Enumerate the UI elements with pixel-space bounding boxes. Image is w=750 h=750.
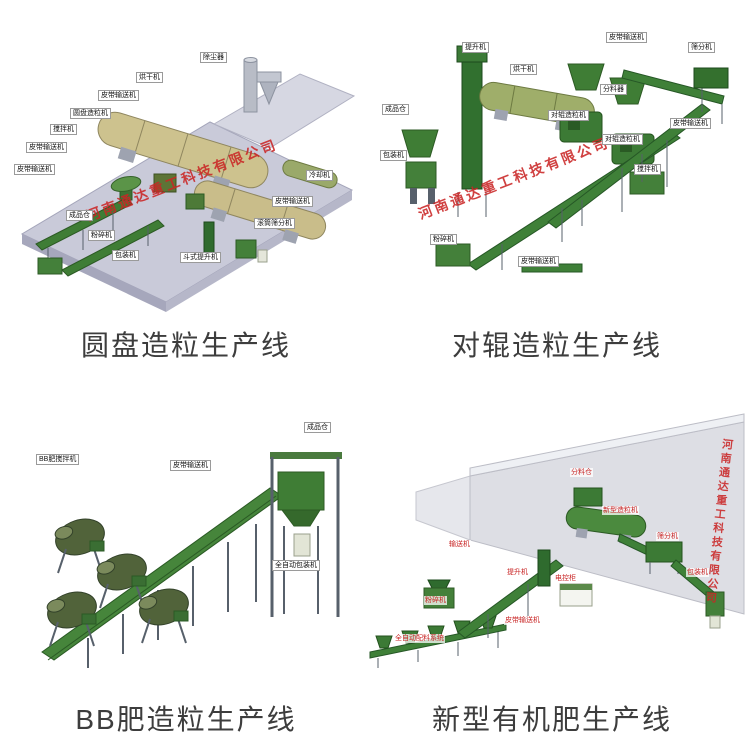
bb-mixer-4 bbox=[46, 591, 97, 647]
equipment-label: 烘干机 bbox=[510, 64, 537, 75]
equipment-label: 粉碎机 bbox=[88, 230, 115, 241]
panel-bb-line: BB肥搅拌机 皮带输送机 成品仓 全自动包装机 BB肥造粒生产线 bbox=[8, 402, 364, 738]
roller-line-drawing bbox=[401, 45, 729, 273]
screening-machine bbox=[693, 67, 729, 89]
equipment-label: 分料器 bbox=[600, 84, 627, 95]
bb-mixer-1 bbox=[54, 518, 105, 574]
equipment-label: 成品仓 bbox=[382, 104, 409, 115]
belt-conveyors bbox=[35, 197, 165, 277]
equipment-label: 粉碎机 bbox=[430, 234, 457, 245]
organic-line-illustration: 河南通达重工科技有限公司 分料仓 新型造粒机 筛分机 输送机 提升机 电控柜 包… bbox=[358, 402, 746, 688]
equipment-label: 斗式提升机 bbox=[180, 252, 221, 263]
equipment-label: BB肥搅拌机 bbox=[36, 454, 80, 465]
equipment-label: 成品仓 bbox=[66, 210, 93, 221]
equipment-label: 输送机 bbox=[448, 540, 471, 549]
equipment-label: 新型造粒机 bbox=[602, 506, 639, 515]
equipment-label: 全自动配料系统 bbox=[394, 634, 445, 643]
belt-conveyors bbox=[467, 69, 725, 273]
equipment-label: 包装机 bbox=[380, 150, 407, 161]
panel-caption: BB肥造粒生产线 bbox=[75, 704, 297, 735]
crusher-machine bbox=[435, 243, 471, 267]
panel-organic-line: 河南通达重工科技有限公司 分料仓 新型造粒机 筛分机 输送机 提升机 电控柜 包… bbox=[358, 402, 746, 738]
disc-granulator bbox=[110, 175, 142, 201]
equipment-label: 皮带输送机 bbox=[518, 256, 559, 267]
inclined-conveyor bbox=[457, 559, 564, 639]
equipment-label: 粉碎机 bbox=[424, 596, 447, 605]
equipment-label: 皮带输送机 bbox=[670, 118, 711, 129]
equipment-label: 除尘器 bbox=[200, 52, 227, 63]
packing-machine bbox=[235, 239, 268, 263]
equipment-label: 皮带输送机 bbox=[272, 196, 313, 207]
equipment-label: 皮带输送机 bbox=[14, 164, 55, 175]
dust-collector bbox=[243, 57, 282, 113]
bb-line-illustration: BB肥搅拌机 皮带输送机 成品仓 全自动包装机 bbox=[8, 402, 364, 688]
control-cabinet bbox=[559, 583, 593, 607]
equipment-label: 提升机 bbox=[462, 42, 489, 53]
organic-line-drawing bbox=[369, 413, 745, 668]
packing-station bbox=[270, 452, 342, 617]
equipment-label: 皮带输送机 bbox=[606, 32, 647, 43]
equipment-label: 搅拌机 bbox=[634, 164, 661, 175]
bb-mixer-2 bbox=[96, 553, 147, 609]
panel-roller-line: 河南通达重工科技有限公司 成品仓 包装机 提升机 烘干机 皮带输送机 筛分机 分… bbox=[372, 12, 742, 364]
equipment-label: 皮带输送机 bbox=[26, 142, 67, 153]
product-bin-and-packer bbox=[401, 129, 439, 204]
equipment-label: 冷却机 bbox=[306, 170, 333, 181]
equipment-label: 筛分机 bbox=[656, 532, 679, 541]
packing-machine bbox=[705, 591, 725, 629]
mixer-machine bbox=[629, 171, 665, 195]
equipment-label: 皮带输送机 bbox=[98, 90, 139, 101]
equipment-label: 成品仓 bbox=[304, 422, 331, 433]
roller-line-illustration: 河南通达重工科技有限公司 成品仓 包装机 提升机 烘干机 皮带输送机 筛分机 分… bbox=[372, 12, 742, 314]
equipment-label: 分料仓 bbox=[570, 468, 593, 477]
panel-caption: 对辊造粒生产线 bbox=[451, 330, 662, 361]
equipment-label: 对辊造粒机 bbox=[602, 134, 643, 145]
bb-mixer-3 bbox=[138, 588, 189, 644]
equipment-label: 皮带输送机 bbox=[170, 460, 211, 471]
equipment-label: 皮带输送机 bbox=[504, 616, 541, 625]
wall-side-machine bbox=[573, 487, 603, 507]
equipment-label: 提升机 bbox=[506, 568, 529, 577]
equipment-label: 包装机 bbox=[686, 568, 709, 577]
disc-line-drawing bbox=[20, 57, 356, 312]
equipment-label: 烘干机 bbox=[136, 72, 163, 83]
equipment-label: 对辊造粒机 bbox=[548, 110, 589, 121]
equipment-label: 包装机 bbox=[112, 250, 139, 261]
panel-disc-line: 河南通达重工科技有限公司 除尘器 烘干机 皮带输送机 圆盘造粒机 搅拌机 皮带输… bbox=[8, 12, 364, 364]
equipment-label: 搅拌机 bbox=[50, 124, 77, 135]
mixer-machine bbox=[153, 173, 205, 210]
panel-caption: 圆盘造粒生产线 bbox=[80, 330, 291, 361]
equipment-label: 滚筒筛分机 bbox=[254, 218, 295, 229]
inclined-belt-conveyor bbox=[41, 487, 283, 668]
equipment-label: 全自动包装机 bbox=[272, 560, 320, 571]
disc-line-illustration: 河南通达重工科技有限公司 除尘器 烘干机 皮带输送机 圆盘造粒机 搅拌机 皮带输… bbox=[8, 12, 364, 314]
bucket-elevator bbox=[456, 45, 488, 217]
equipment-label: 电控柜 bbox=[554, 574, 577, 583]
bucket-elevator bbox=[537, 549, 551, 587]
panel-caption: 新型有机肥生产线 bbox=[431, 704, 672, 735]
bucket-elevator bbox=[203, 221, 215, 257]
bb-line-drawing bbox=[41, 452, 342, 668]
crusher-machine bbox=[37, 257, 63, 275]
equipment-label: 圆盘造粒机 bbox=[70, 108, 111, 119]
equipment-label: 筛分机 bbox=[688, 42, 715, 53]
